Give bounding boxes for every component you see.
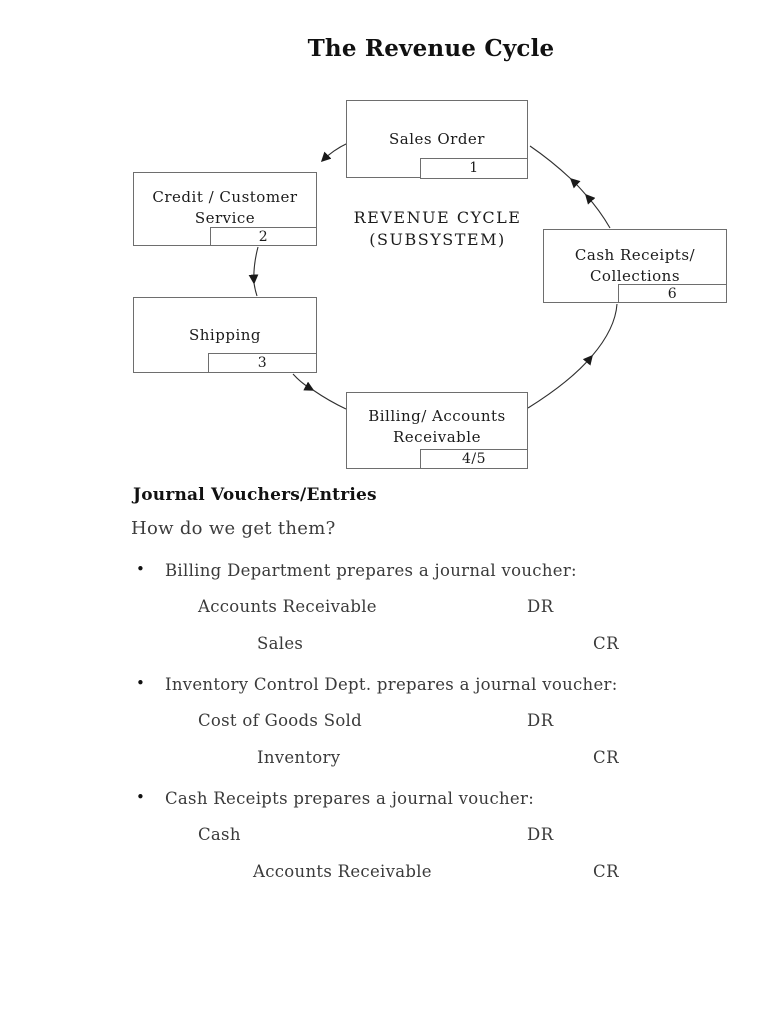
node-credit-number: 2 [210, 227, 317, 246]
node-sales-order-number: 1 [420, 158, 528, 179]
entry-heading: Billing Department prepares a journal vo… [165, 561, 577, 580]
node-cash-receipts-number: 6 [618, 284, 727, 303]
page-title: The Revenue Cycle [307, 35, 555, 62]
entry-heading: Cash Receipts prepares a journal voucher… [165, 789, 535, 808]
cycle-center-line2: (SUBSYSTEM) [369, 230, 506, 249]
node-billing-line2: Receivable [393, 428, 481, 446]
node-cash-receipts-line1: Cash Receipts/ [574, 246, 696, 264]
node-billing-number: 4/5 [420, 449, 528, 469]
arrow-credit-to-shipping [248, 246, 259, 297]
debit-label: DR [527, 597, 554, 616]
node-credit-label-line1: Credit / Customer [152, 188, 298, 206]
journal-entry-inventory: • Inventory Control Dept. prepares a jou… [0, 674, 768, 775]
credit-label: CR [593, 634, 620, 653]
cycle-center-line1: REVENUE CYCLE [353, 208, 522, 227]
journal-entry-billing: • Billing Department prepares a journal … [0, 560, 768, 661]
credit-label: CR [593, 748, 620, 767]
credit-account: Inventory [257, 748, 341, 767]
node-sales-order-label: Sales Order [389, 130, 485, 148]
node-sales-order: Sales Order 1 [346, 100, 528, 179]
credit-label: CR [593, 862, 620, 881]
node-billing-line1: Billing/ Accounts [368, 407, 506, 425]
debit-account: Cash [198, 825, 241, 844]
cycle-center-label: REVENUE CYCLE (SUBSYSTEM) [330, 207, 545, 251]
credit-account: Accounts Receivable [253, 862, 432, 881]
journal-heading: Journal Vouchers/Entries [133, 485, 377, 505]
node-shipping-label: Shipping [189, 326, 261, 344]
bullet-icon: • [136, 788, 146, 806]
journal-question: How do we get them? [131, 518, 336, 539]
node-credit-customer-service: Credit / Customer Service 2 [133, 172, 317, 246]
debit-account: Accounts Receivable [198, 597, 377, 616]
entry-heading: Inventory Control Dept. prepares a journ… [165, 675, 618, 694]
arrow-shipping-to-billing [292, 373, 347, 410]
debit-account: Cost of Goods Sold [198, 711, 362, 730]
node-shipping-number: 3 [208, 353, 317, 373]
node-billing-ar: Billing/ Accounts Receivable 4/5 [346, 392, 528, 469]
debit-label: DR [527, 711, 554, 730]
arrow-billing-to-cashreceipts [527, 303, 618, 409]
node-credit-label-line2: Service [194, 209, 256, 227]
arrow-sales-to-credit [320, 142, 349, 163]
debit-label: DR [527, 825, 554, 844]
bullet-icon: • [136, 560, 146, 578]
node-cash-receipts: Cash Receipts/ Collections 6 [543, 229, 727, 303]
credit-account: Sales [257, 634, 304, 653]
journal-entry-cash: • Cash Receipts prepares a journal vouch… [0, 788, 768, 889]
node-shipping: Shipping 3 [133, 297, 317, 373]
node-cash-receipts-line2: Collections [589, 267, 681, 285]
bullet-icon: • [136, 674, 146, 692]
